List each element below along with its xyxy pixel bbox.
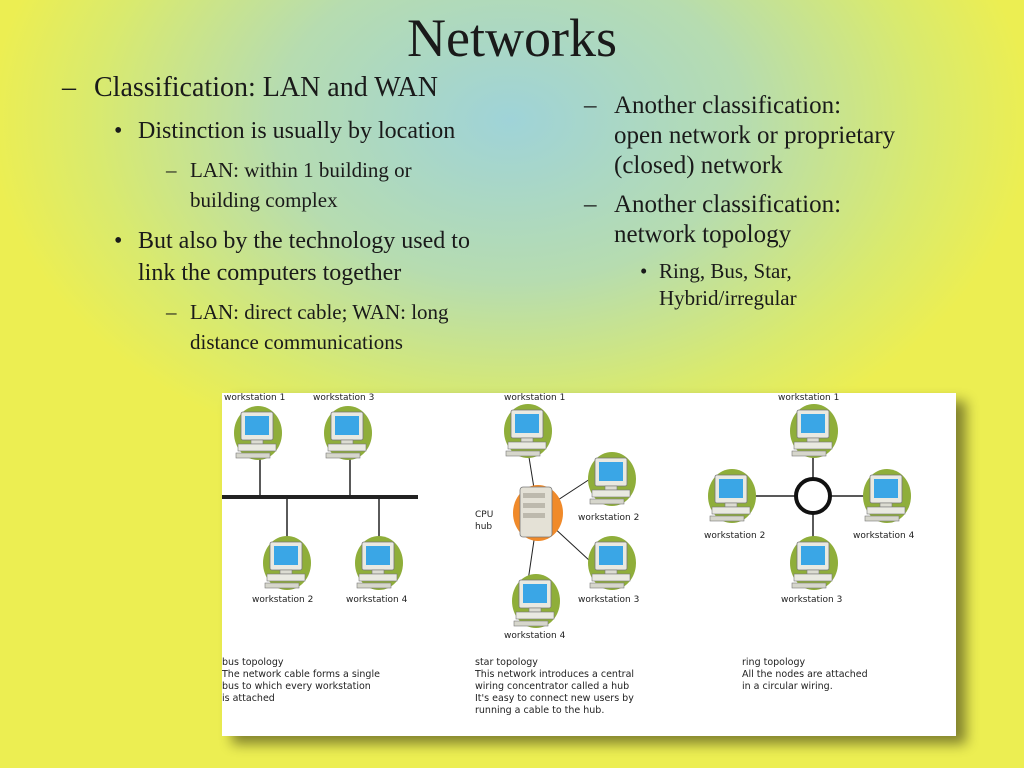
bullet-dot: • xyxy=(114,228,123,254)
workstation-icon xyxy=(587,535,637,591)
bullet-open-network-line2: open network or proprietary xyxy=(614,122,896,149)
star-caption-title: star topology xyxy=(475,657,538,668)
ring-caption-title: ring topology xyxy=(742,657,805,668)
star-workstation-2-label: workstation 2 xyxy=(578,513,639,523)
ring-workstation-1-label: workstation 1 xyxy=(778,393,839,403)
bullet-topology-line2: network topology xyxy=(614,221,792,248)
star-caption-line2: wiring concentrator called a hub xyxy=(475,681,629,692)
bus-workstation-2-label: workstation 2 xyxy=(252,595,313,605)
ring-workstation-3-label: workstation 3 xyxy=(781,595,842,605)
workstation-icon xyxy=(789,403,839,459)
bullet-technology-line2: link the computers together xyxy=(138,260,402,286)
ring-caption-line2: in a circular wiring. xyxy=(742,681,833,692)
workstation-icon xyxy=(503,403,553,459)
star-caption-line1: This network introduces a central xyxy=(474,669,634,680)
bullet-lan-building-line1: LAN: within 1 building or xyxy=(190,158,412,182)
bus-caption-title: bus topology xyxy=(222,657,284,668)
bullet-classification-lan-wan: Classification: LAN and WAN xyxy=(94,72,438,103)
star-caption-line3: It's easy to connect new users by xyxy=(475,693,634,704)
bullet-ring-bus-star-line2: Hybrid/irregular xyxy=(659,286,797,310)
ring-workstation-4-label: workstation 4 xyxy=(853,531,915,541)
bullet-lan-wan-cable-line1: LAN: direct cable; WAN: long xyxy=(190,300,449,324)
bullet-distinction-location: Distinction is usually by location xyxy=(138,118,456,144)
bus-workstation-3-label: workstation 3 xyxy=(313,393,374,403)
bullet-dash: – xyxy=(584,92,597,119)
bus-caption-line1: The network cable forms a single xyxy=(222,669,380,680)
workstation-icon xyxy=(262,535,312,591)
bullet-open-network-line1: Another classification: xyxy=(614,92,842,119)
bullet-dot: • xyxy=(114,118,123,144)
bullet-dot: • xyxy=(640,259,648,283)
bullet-dash: – xyxy=(584,191,597,218)
hub-label-line2: hub xyxy=(475,522,492,532)
workstation-icon xyxy=(789,535,839,591)
bullet-topology-line1: Another classification: xyxy=(614,191,842,218)
workstation-icon xyxy=(354,535,404,591)
topology-diagram-svg: workstation 1 workstation 3 workstation … xyxy=(222,393,915,716)
bullet-dash: – xyxy=(166,158,177,182)
bullet-lan-wan-cable-line2: distance communications xyxy=(190,330,403,354)
workstation-icon xyxy=(862,468,912,524)
topology-diagram: workstation 1 workstation 3 workstation … xyxy=(222,393,956,736)
bullet-lan-building-line2: building complex xyxy=(190,188,338,212)
star-workstation-1-label: workstation 1 xyxy=(504,393,565,403)
bus-caption-line3: is attached xyxy=(222,693,275,704)
bullet-dash: – xyxy=(62,72,76,103)
ring-circle xyxy=(794,477,832,515)
ring-topology: workstation 1 workstation 2 workstation … xyxy=(704,393,915,692)
star-workstation-4-label: workstation 4 xyxy=(504,631,566,641)
ring-caption-line1: All the nodes are attached xyxy=(742,669,868,680)
bus-workstation-1-label: workstation 1 xyxy=(224,393,285,403)
bus-topology: workstation 1 workstation 3 workstation … xyxy=(222,393,418,704)
cpu-hub-icon xyxy=(513,485,563,541)
star-topology: workstation 1 workstation 2 workstation … xyxy=(474,393,639,716)
bus-caption-line2: bus to which every workstation xyxy=(222,681,371,692)
bullet-open-network-line3: (closed) network xyxy=(614,152,783,179)
bullet-technology-line1: But also by the technology used to xyxy=(138,228,470,254)
star-caption-line4: running a cable to the hub. xyxy=(475,705,604,716)
bus-workstation-4-label: workstation 4 xyxy=(346,595,408,605)
ring-workstation-2-label: workstation 2 xyxy=(704,531,765,541)
workstation-icon xyxy=(587,451,637,507)
workstation-icon xyxy=(323,405,373,461)
bullet-dash: – xyxy=(166,300,177,324)
slide-title: Networks xyxy=(407,8,617,68)
workstation-icon xyxy=(511,573,561,629)
workstation-icon xyxy=(707,468,757,524)
star-workstation-3-label: workstation 3 xyxy=(578,595,639,605)
workstation-icon xyxy=(233,405,283,461)
hub-label-line1: CPU xyxy=(475,510,493,520)
bullet-ring-bus-star-line1: Ring, Bus, Star, xyxy=(659,259,792,283)
